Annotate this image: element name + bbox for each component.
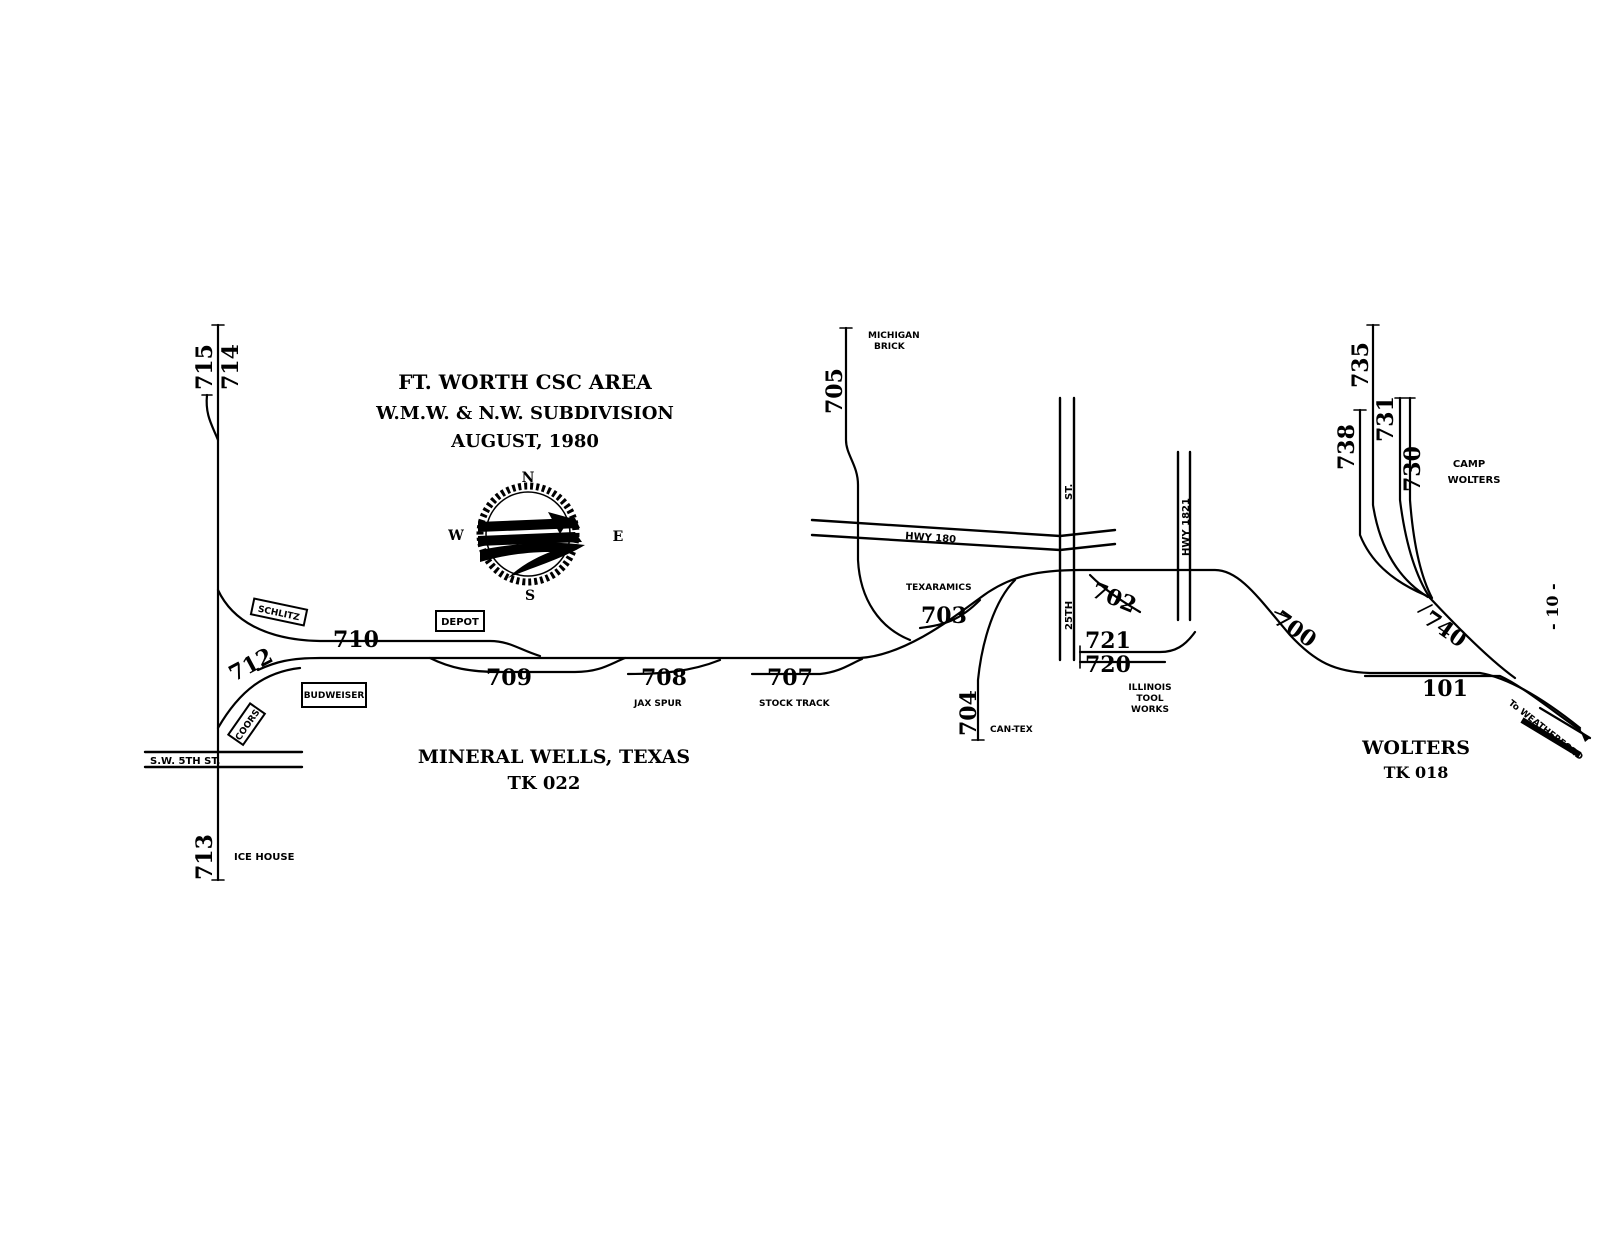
- track-740-tick: [1417, 604, 1433, 613]
- compass-n: N: [522, 470, 535, 486]
- track-label-720: 720: [1085, 652, 1131, 678]
- track-label-702: 702: [1088, 577, 1140, 618]
- track-715: [205, 393, 220, 442]
- track-label-731: 731: [1373, 396, 1399, 442]
- wolters-name: WOLTERS: [1361, 737, 1470, 759]
- title-line-1: FT. WORTH CSC AREA: [398, 370, 652, 394]
- mineral-wells-code: TK 022: [508, 773, 581, 794]
- ice-house-label: ICE HOUSE: [234, 852, 295, 863]
- track-label-730: 730: [1400, 446, 1426, 492]
- sw-5th-street: [143, 750, 304, 769]
- compass-s: S: [525, 588, 535, 604]
- jax-spur-label: JAX SPUR: [633, 699, 682, 709]
- track-721: [1078, 630, 1197, 654]
- budweiser-label: BUDWEISER: [304, 691, 365, 701]
- track-708: [626, 658, 722, 676]
- depot-box: DEPOT: [435, 610, 485, 632]
- track-709: [428, 656, 627, 674]
- track-730: [1408, 396, 1434, 600]
- illinois-label-2: TOOL: [1136, 694, 1163, 704]
- track-700-tick: [1274, 611, 1291, 619]
- track-label-708: 708: [641, 665, 687, 691]
- compass-w: W: [447, 528, 464, 544]
- track-label-721: 721: [1085, 628, 1131, 654]
- track-label-709: 709: [486, 665, 532, 691]
- texaramics-label: TEXARAMICS: [906, 583, 972, 593]
- track-label-713: 713: [192, 834, 218, 880]
- main-line: [256, 568, 1582, 730]
- mineral-wells-name: MINERAL WELLS, TEXAS: [418, 746, 690, 768]
- weatherford-label: To WEATHERFORD: [1506, 698, 1584, 762]
- track-704: [976, 578, 1017, 742]
- track-label-707: 707: [767, 665, 813, 691]
- track-710: [216, 588, 542, 658]
- track-label-101: 101: [1422, 676, 1468, 702]
- track-label-712: 712: [225, 643, 278, 688]
- budweiser-box: BUDWEISER: [301, 682, 367, 708]
- schlitz-box: SCHLITZ: [249, 597, 309, 627]
- track-703: [918, 598, 982, 630]
- track-label-740: 740: [1419, 606, 1472, 654]
- camp-wolters-label-1: CAMP: [1453, 459, 1485, 470]
- michigan-brick-label-2: BRICK: [874, 342, 906, 352]
- stock-track-label: STOCK TRACK: [759, 699, 831, 709]
- hwy-1821-label: HWY 1821: [1181, 498, 1192, 556]
- wolters-code: TK 018: [1384, 763, 1449, 782]
- track-740: [1428, 596, 1517, 680]
- illinois-label-3: WORKS: [1131, 705, 1169, 715]
- weatherford-bar: [1520, 717, 1582, 758]
- compass-e: E: [613, 529, 624, 545]
- track-label-705: 705: [822, 368, 848, 414]
- sw-5th-street-label: S.W. 5TH ST.: [150, 756, 220, 767]
- hwy-180-label: HWY 180: [905, 531, 957, 546]
- track-712: [216, 666, 302, 730]
- track-738: [1358, 408, 1427, 597]
- michigan-brick-label-1: MICHIGAN: [868, 331, 920, 341]
- 25th-street: [1058, 396, 1076, 662]
- compass-icon: [476, 482, 585, 586]
- track-101: [1363, 674, 1582, 732]
- page-number: - 10 -: [1543, 583, 1562, 630]
- track-707: [750, 657, 864, 676]
- can-tex-label: CAN-TEX: [990, 725, 1033, 735]
- 25th-street-upper-label: ST.: [1064, 484, 1075, 500]
- track-731: [1398, 396, 1432, 600]
- 25th-street-lower-label: 25TH: [1064, 601, 1075, 630]
- track-label-715: 715: [192, 344, 218, 390]
- camp-wolters-label-2: WOLTERS: [1448, 475, 1501, 486]
- track-label-703: 703: [921, 603, 967, 629]
- track-735: [1371, 323, 1430, 599]
- coors-box: COORS: [226, 702, 267, 747]
- track-label-710: 710: [333, 627, 379, 653]
- arrow-head-icon: [1580, 730, 1590, 742]
- track-label-704: 704: [956, 690, 982, 736]
- hwy-1821: [1176, 450, 1192, 622]
- illinois-label-1: ILLINOIS: [1128, 683, 1171, 693]
- track-705: [844, 326, 912, 642]
- track-label-735: 735: [1348, 342, 1374, 388]
- track-label-738: 738: [1334, 424, 1360, 470]
- depot-label: DEPOT: [441, 617, 479, 628]
- title-line-2: W.M.W. & N.W. SUBDIVISION: [375, 403, 674, 424]
- track-702: [1088, 573, 1142, 614]
- track-label-714: 714: [218, 344, 244, 390]
- title-line-3: AUGUST, 1980: [450, 431, 599, 452]
